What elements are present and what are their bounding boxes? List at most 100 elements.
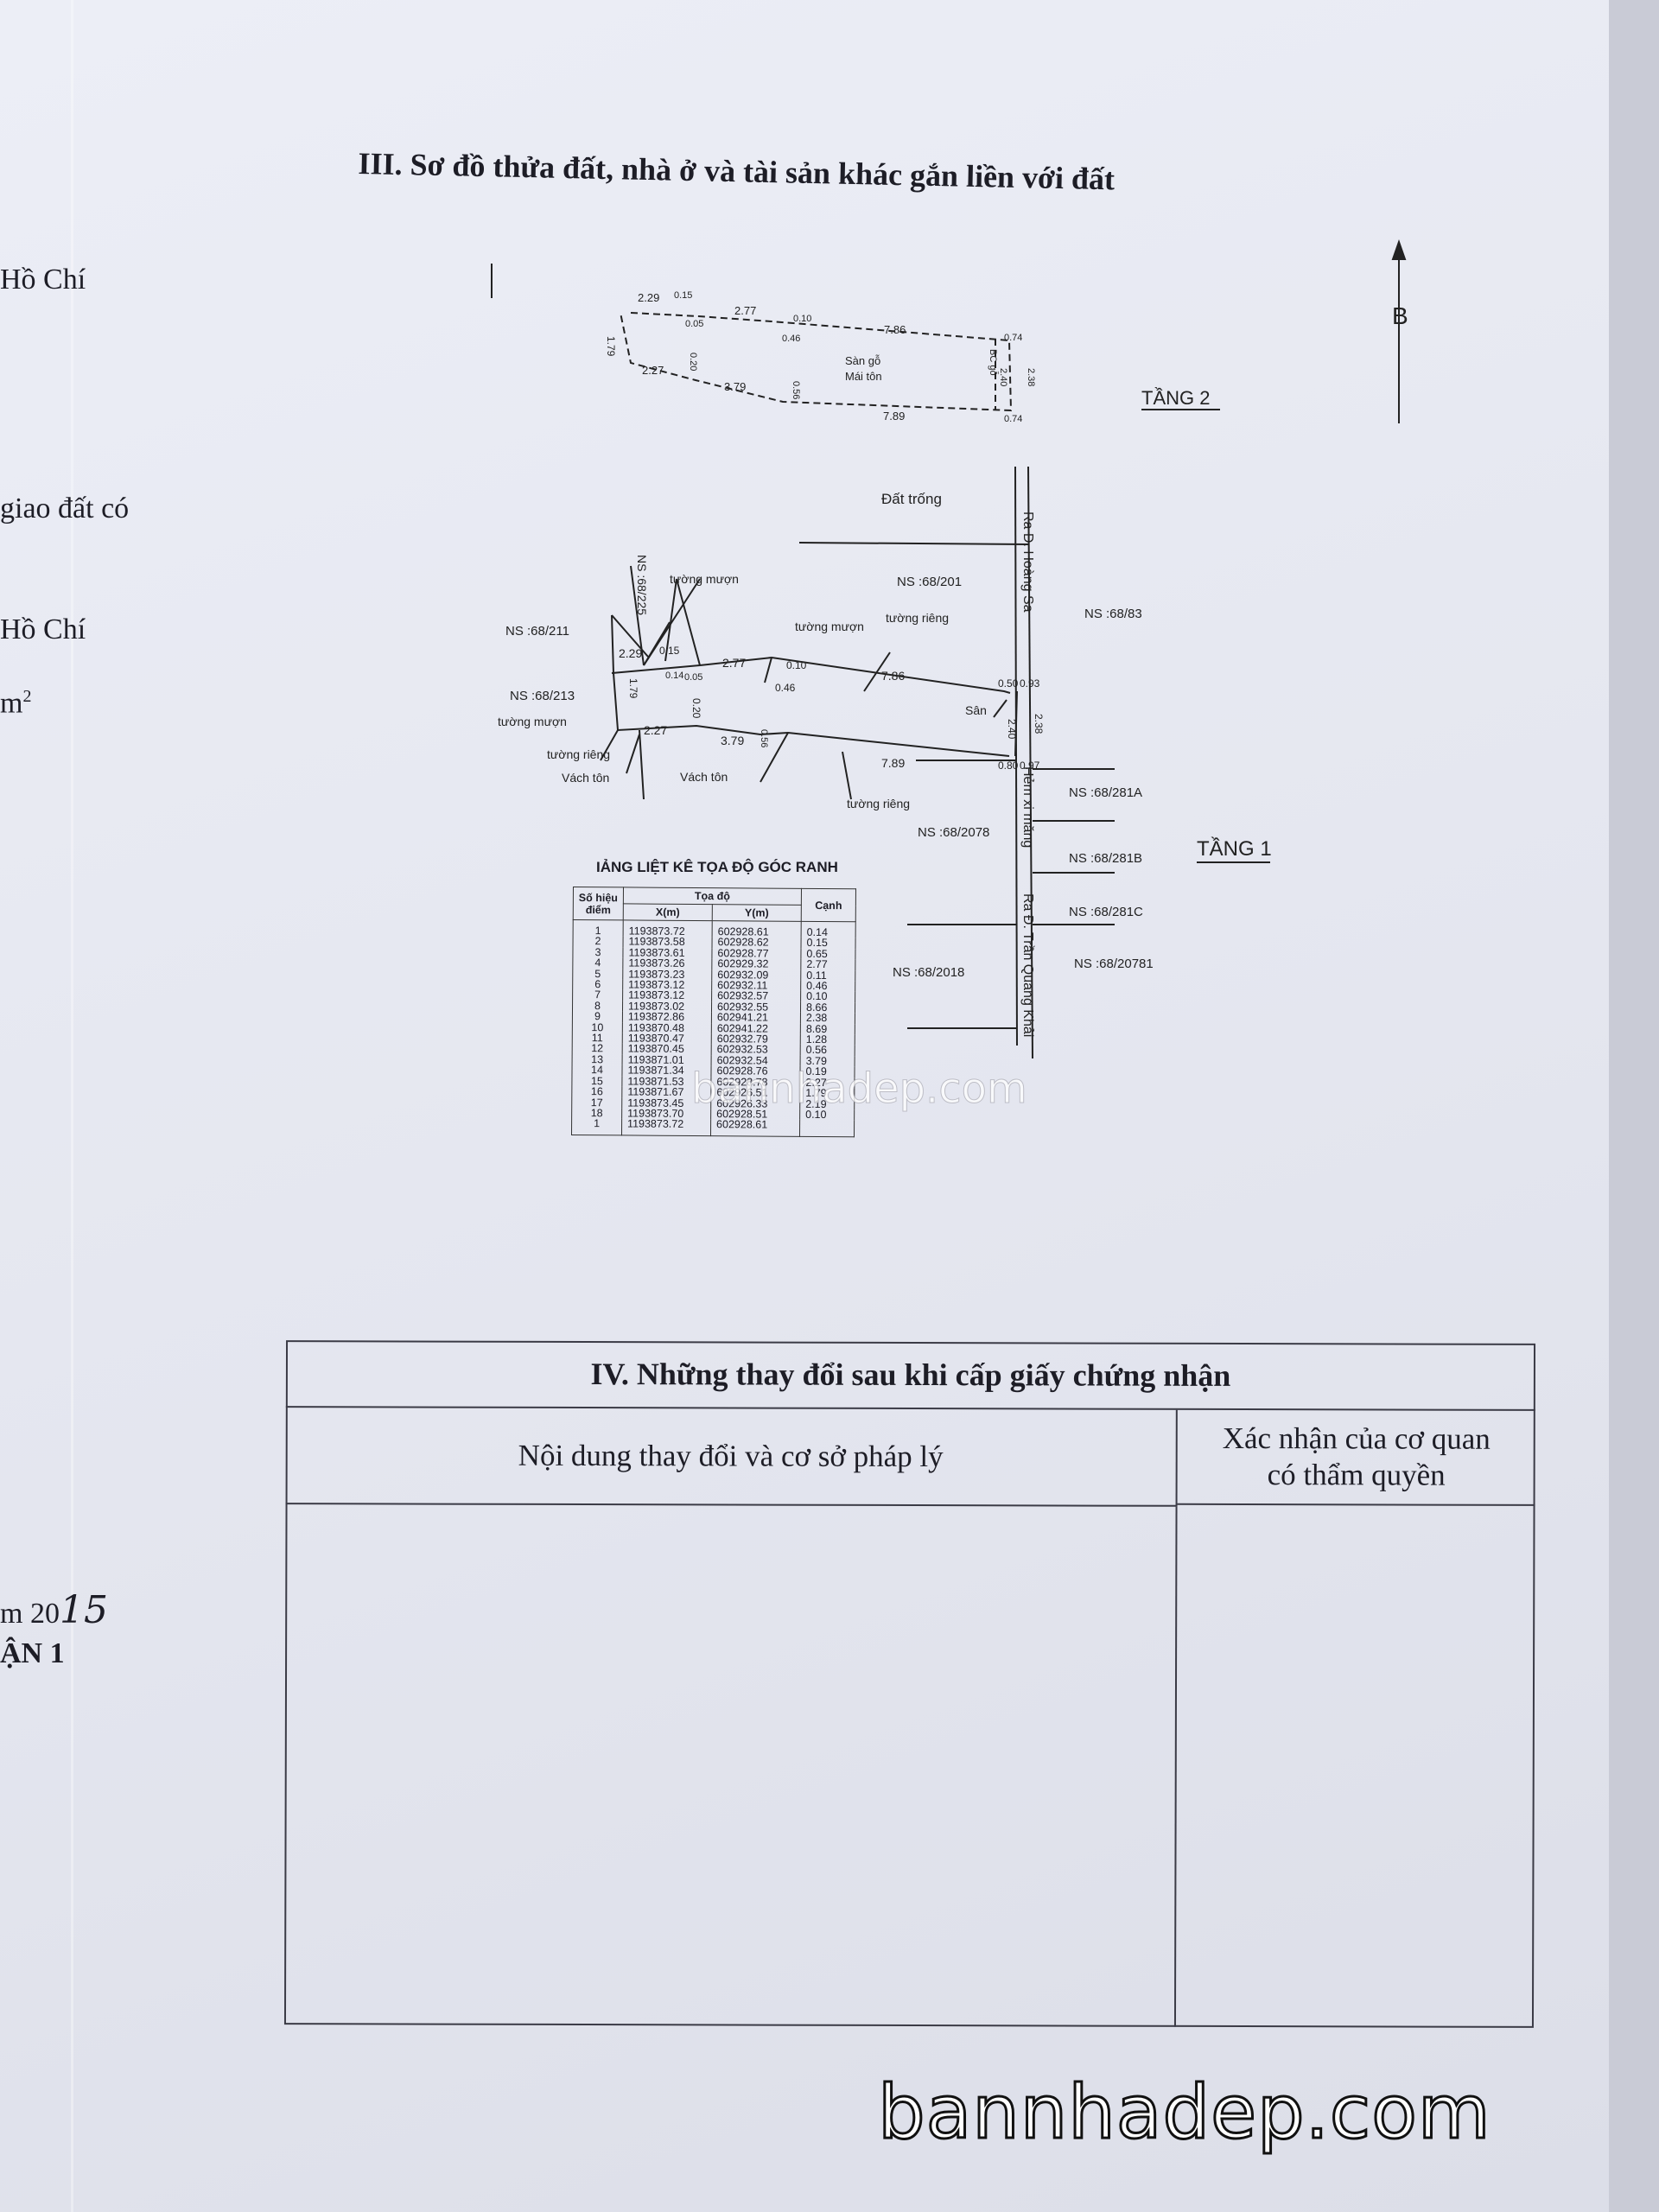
f2-dim-bottom-left: 2.27 bbox=[642, 364, 664, 377]
col-x: X(m) bbox=[623, 903, 713, 921]
edge-length: 0.14 bbox=[801, 921, 856, 938]
f2-dim-bottom-long: 7.89 bbox=[883, 410, 905, 423]
section-4-content-cell bbox=[283, 1504, 1178, 2027]
f1-dim-mid: 0.20 bbox=[690, 698, 702, 719]
f2-dim-top-a: 0.15 bbox=[674, 290, 692, 301]
margin-fragment-6: ẬN 1 bbox=[0, 1637, 65, 1669]
site-watermark: bannhadep.com bbox=[877, 2069, 1492, 2158]
f2-inner-label-1: Sàn gỗ bbox=[845, 354, 880, 367]
point-id: 4 bbox=[572, 957, 623, 969]
f1-label-ns-83: NS :68/83 bbox=[1084, 607, 1142, 621]
f1-label-ns-2018: NS :68/2018 bbox=[893, 965, 964, 980]
f2-dim-top-b: 0.05 bbox=[685, 319, 703, 329]
f1-dim-tr1: 0.50 bbox=[998, 677, 1019, 690]
f1-label-tuong-rieng-1: tường riêng bbox=[886, 611, 949, 625]
f1-label-vach-ton-1: Vách tôn bbox=[562, 771, 609, 785]
f2-dim-top-c: 2.77 bbox=[734, 304, 756, 317]
f1-label-ns-20781: NS :68/20781 bbox=[1074, 957, 1154, 971]
f2-dim-top-left: 2.29 bbox=[638, 291, 659, 304]
f1-dim-bs: 0.56 bbox=[759, 729, 769, 747]
f1-dim-tr2: 0.93 bbox=[1020, 677, 1040, 690]
section-4-col-left-header: Nội dung thay đổi và cơ sở pháp lý bbox=[285, 1408, 1178, 1507]
f1-dim-r1: 2.40 bbox=[1006, 719, 1018, 740]
margin-fragment-2: giao đất có bbox=[0, 493, 130, 524]
x-coord: 1193873.72 bbox=[621, 1118, 711, 1136]
y-coord: 602928.61 bbox=[710, 1118, 800, 1137]
f2-dim-right-a: 2.40 bbox=[998, 368, 1008, 386]
margin-fragment-4: m2 bbox=[0, 687, 32, 720]
f1-dim-c: 0.14 bbox=[665, 671, 683, 681]
col-right-line-2: có thẩm quyền bbox=[1267, 1458, 1446, 1492]
f1-dim-bottom-long: 7.89 bbox=[881, 756, 905, 770]
f1-label-ns-213: NS :68/213 bbox=[510, 689, 575, 703]
f1-dim-d: 0.05 bbox=[684, 672, 702, 683]
f1-road-bottom: Ra Đ. Trần Quang Khải bbox=[1020, 893, 1035, 1037]
point-id: 9 bbox=[572, 1010, 623, 1022]
f1-label-tuong-muon-3: tường mượn bbox=[498, 715, 567, 728]
north-label: B bbox=[1392, 302, 1408, 329]
f1-label-tuong-muon-2: tường mượn bbox=[795, 620, 864, 633]
f1-label-tuong-rieng-3: tường riêng bbox=[847, 797, 910, 810]
f2-dim-right-b: 2.38 bbox=[1026, 368, 1036, 386]
f1-label-tuong-rieng-2: tường riêng bbox=[547, 747, 610, 761]
f1-label-ns-201: NS :68/201 bbox=[897, 575, 962, 589]
section-4-title: IV. Những thay đổi sau khi cấp giấy chứn… bbox=[285, 1340, 1536, 1411]
f2-dim-top-long: 7.86 bbox=[884, 323, 906, 336]
f2-bc-label: BC gỗ bbox=[988, 349, 999, 376]
margin-fragment-5: m 2015 bbox=[0, 1588, 108, 1632]
f2-dim-top-d: 0.10 bbox=[793, 314, 811, 324]
f2-dim-top-right: 0.74 bbox=[1004, 333, 1022, 343]
f1-label-ns-281b: NS :68/281B bbox=[1069, 851, 1142, 866]
f2-dim-left: 1.79 bbox=[605, 336, 617, 357]
f2-inner-label-2: Mái tôn bbox=[845, 370, 882, 383]
floor1-label: TẦNG 1 bbox=[1197, 836, 1272, 861]
margin-fragment-3: Hồ Chí bbox=[0, 613, 86, 645]
north-arrow-head-icon bbox=[1391, 238, 1407, 260]
f1-label-ns-281a: NS :68/281A bbox=[1069, 785, 1142, 800]
section-4-col-right-header: Xác nhận của cơ quan có thẩm quyền bbox=[1177, 1409, 1535, 1506]
y-coord: 602928.61 bbox=[712, 920, 802, 938]
x-coord: 1193873.72 bbox=[623, 919, 713, 938]
document-page bbox=[0, 0, 1609, 2212]
f2-dim-bottom-mid: 3.79 bbox=[724, 380, 746, 393]
f1-dim-left: 1.79 bbox=[627, 678, 639, 699]
faint-watermark: bannhadep.com bbox=[691, 1065, 1028, 1114]
f2-dim-mid: 0.20 bbox=[688, 353, 698, 371]
f1-dim-r2: 2.38 bbox=[1033, 714, 1045, 734]
col-y: Y(m) bbox=[712, 904, 802, 922]
f1-dim-f: 0.10 bbox=[786, 659, 807, 671]
col-coords: Tọa độ bbox=[623, 887, 802, 906]
f1-label-san: Sân bbox=[965, 703, 987, 717]
f2-dim-top-e: 0.46 bbox=[782, 334, 800, 344]
page-fold-shadow bbox=[71, 0, 73, 2212]
f1-dim-br1: 0.80 bbox=[998, 760, 1019, 772]
edge-length bbox=[799, 1120, 855, 1137]
floor1-outline bbox=[600, 466, 1115, 1059]
f1-dim-a: 2.29 bbox=[619, 646, 642, 660]
f1-label-tuong-muon-1: tường mượn bbox=[670, 572, 739, 586]
f1-dim-g: 0.46 bbox=[775, 682, 796, 694]
col-right-line-1: Xác nhận của cơ quan bbox=[1222, 1421, 1491, 1456]
f1-label-ns-2078: NS :68/2078 bbox=[918, 825, 989, 840]
f2-dim-bottom-right: 0.74 bbox=[1004, 414, 1022, 424]
f1-dim-bl: 2.27 bbox=[644, 723, 667, 737]
point-id: 1 bbox=[571, 1117, 622, 1135]
f1-dim-b: 0.15 bbox=[659, 645, 680, 657]
f1-label-vach-ton-2: Vách tôn bbox=[680, 770, 728, 784]
col-point: Số hiệu điểm bbox=[573, 887, 624, 920]
point-id: 1 bbox=[573, 919, 624, 937]
floor2-outline bbox=[620, 312, 1013, 412]
f1-road-top: Ra Đ. Hoàng Sa bbox=[1020, 512, 1035, 613]
f1-dim-e: 2.77 bbox=[722, 656, 746, 670]
f1-dim-top-long: 7.86 bbox=[881, 669, 905, 683]
point-id: 14 bbox=[571, 1064, 623, 1077]
section-4-table: IV. Những thay đổi sau khi cấp giấy chứn… bbox=[283, 1340, 1536, 2028]
f1-alley: Hẻm xi măng bbox=[1020, 766, 1035, 848]
f1-label-ns-281c: NS :68/281C bbox=[1069, 905, 1143, 919]
col-edge: Cạnh bbox=[801, 888, 856, 922]
f1-label-ns-211: NS :68/211 bbox=[505, 624, 569, 639]
coord-table-title: IẢNG LIỆT KÊ TỌA ĐỘ GÓC RANH bbox=[596, 859, 838, 875]
f1-label-dat-trong: Đất trống bbox=[881, 491, 942, 507]
